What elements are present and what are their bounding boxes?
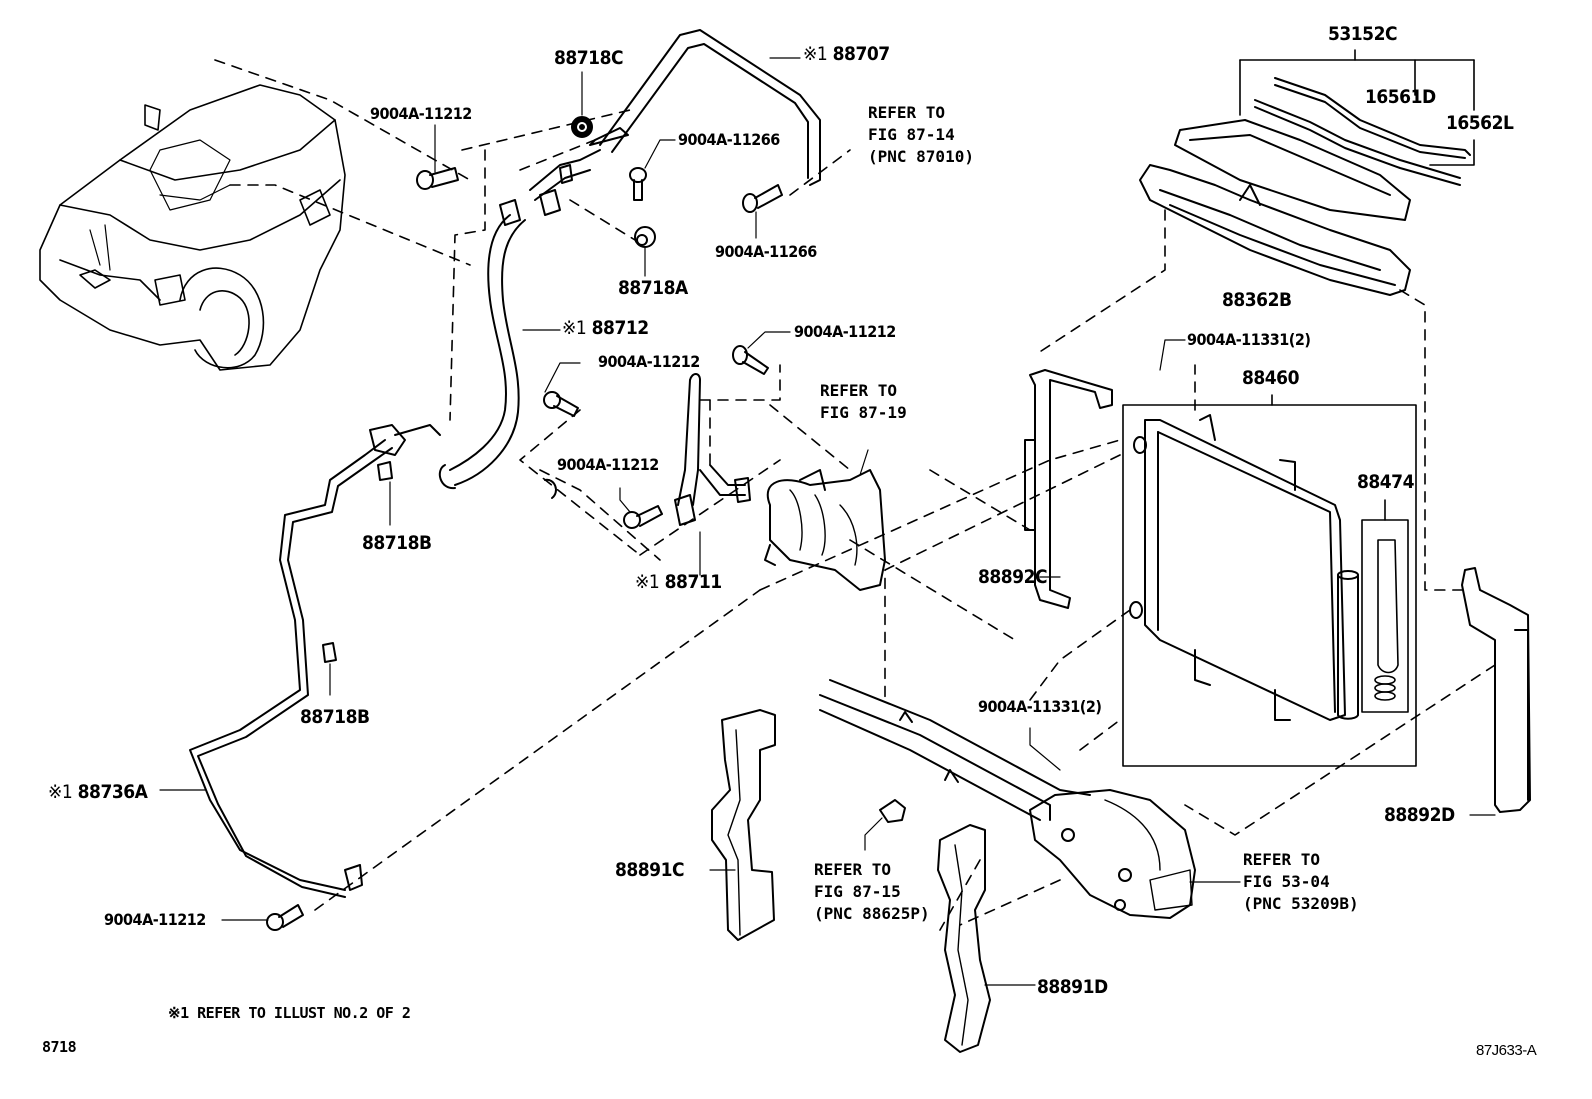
- part-label-88362B[interactable]: 88362B: [1222, 289, 1292, 311]
- part-label-16562L[interactable]: 16562L: [1446, 112, 1514, 134]
- illustration-id: 87J633-A: [1476, 1042, 1537, 1059]
- vehicle-thumbnail: [39, 84, 346, 371]
- seal-88892C: [1024, 369, 1113, 609]
- part-label-9004A-11266-b[interactable]: 9004A-11266: [715, 242, 817, 261]
- guide-lines-hoses: [314, 109, 851, 911]
- part-label-88892C[interactable]: 88892C: [978, 566, 1048, 588]
- support-88362B: [1139, 164, 1411, 296]
- part-label-9004A-11212-mid1[interactable]: 9004A-11212: [794, 322, 896, 341]
- reference-line: REFER TO: [820, 381, 898, 400]
- reference-line: FIG 87-14: [868, 125, 955, 144]
- seal-16561D: [1274, 77, 1471, 159]
- bracket-53152C-group: [1239, 49, 1475, 166]
- part-number: 88711: [664, 571, 722, 593]
- part-label-88718B-a[interactable]: 88718B: [362, 532, 432, 554]
- part-label-9004A-11212-top[interactable]: 9004A-11212: [370, 104, 472, 123]
- part-label-9004A-11331-bottom[interactable]: 9004A-11331(2): [978, 697, 1102, 716]
- part-label-88460[interactable]: 88460: [1242, 367, 1299, 389]
- leader-lines: [159, 57, 1496, 986]
- reference-line: (PNC 88625P): [814, 904, 930, 923]
- part-label-9004A-11212-mid3[interactable]: 9004A-11212: [557, 455, 659, 474]
- ref-mark: ※1: [803, 43, 828, 65]
- reference-line: REFER TO: [868, 103, 946, 122]
- reference-line: REFER TO: [814, 860, 892, 879]
- figure-code: 8718: [42, 1038, 77, 1056]
- ref-mark: ※1: [635, 571, 660, 593]
- part-label-9004A-11212-bottom[interactable]: 9004A-11212: [104, 910, 206, 929]
- ref-mark: ※1: [48, 781, 73, 803]
- hose-88711: [674, 373, 751, 526]
- condenser-box-outline: [1122, 394, 1417, 767]
- condenser-88460: [1129, 414, 1346, 721]
- hose-88707: [589, 29, 821, 186]
- vehicle-callout-lines: [214, 59, 471, 266]
- part-label-88892D[interactable]: 88892D: [1384, 804, 1455, 826]
- part-label-88711[interactable]: ※1 88711: [635, 572, 722, 593]
- footnote: ※1 REFER TO ILLUST NO.2 OF 2: [168, 1004, 411, 1022]
- part-label-88474[interactable]: 88474: [1357, 471, 1414, 493]
- part-label-88707[interactable]: ※1 88707: [803, 44, 890, 65]
- guide-lines-right: [759, 209, 1496, 931]
- part-label-9004A-11212-mid2[interactable]: 9004A-11212: [598, 352, 700, 371]
- compressor: [764, 469, 886, 591]
- part-label-9004A-11266-a[interactable]: 9004A-11266: [678, 130, 780, 149]
- reference-fig-53-04[interactable]: REFER TO FIG 53-04 (PNC 53209B): [1243, 849, 1359, 915]
- reference-line: FIG 87-15: [814, 882, 901, 901]
- pipe-88736A: [189, 424, 441, 898]
- bracket-88718A: [634, 226, 656, 248]
- part-number: 88707: [832, 43, 890, 65]
- reference-line: REFER TO: [1243, 850, 1321, 869]
- ref-mark: ※1: [562, 317, 587, 339]
- clip-88625P: [879, 799, 906, 823]
- desiccant-88474: [1361, 499, 1409, 713]
- part-label-88736A[interactable]: ※1 88736A: [48, 781, 148, 803]
- part-label-88891D[interactable]: 88891D: [1037, 976, 1108, 998]
- part-number: 88712: [591, 317, 649, 339]
- reference-line: FIG 87-19: [820, 403, 907, 422]
- receiver-tank: [1337, 570, 1359, 720]
- part-label-88891C[interactable]: 88891C: [615, 859, 685, 881]
- seal-16562L: [1254, 99, 1461, 186]
- bolt-mid-group: [543, 345, 769, 529]
- part-number: 88736A: [77, 781, 148, 803]
- seal-88892D: [1461, 567, 1531, 813]
- seal-88891C: [711, 709, 776, 941]
- part-label-88718A[interactable]: 88718A: [618, 277, 688, 299]
- part-label-53152C[interactable]: 53152C: [1328, 23, 1398, 45]
- reference-line: (PNC 87010): [868, 147, 974, 166]
- part-label-88718C[interactable]: 88718C: [554, 47, 624, 69]
- bolt-9004A-11266-b: [742, 184, 783, 213]
- part-label-88718B-b[interactable]: 88718B: [300, 706, 370, 728]
- cowl-panel: [1174, 119, 1411, 221]
- air-guide-bracket: [1029, 789, 1196, 919]
- reference-line: (PNC 53209B): [1243, 894, 1359, 913]
- part-label-9004A-11331-top[interactable]: 9004A-11331(2): [1187, 330, 1311, 349]
- hose-88712: [438, 149, 601, 490]
- bolt-9004A-11212-top: [416, 167, 459, 190]
- part-label-88712[interactable]: ※1 88712: [562, 318, 649, 339]
- reference-line: FIG 53-04: [1243, 872, 1330, 891]
- bolt-9004A-11266-a: [629, 167, 647, 201]
- reference-fig-87-14[interactable]: REFER TO FIG 87-14 (PNC 87010): [868, 102, 974, 168]
- seal-88891D: [937, 824, 991, 1053]
- reference-fig-87-19[interactable]: REFER TO FIG 87-19: [820, 380, 907, 424]
- part-label-16561D[interactable]: 16561D: [1365, 86, 1436, 108]
- bolt-9004A-11212-bottom: [266, 904, 304, 931]
- reference-fig-87-15[interactable]: REFER TO FIG 87-15 (PNC 88625P): [814, 859, 930, 925]
